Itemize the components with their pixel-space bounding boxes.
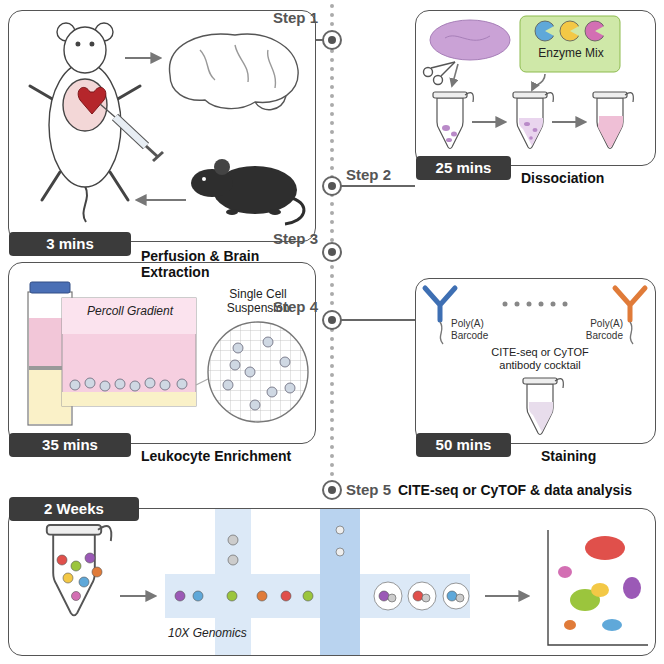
heart — [78, 87, 106, 114]
duration-tag: 25 mins — [416, 156, 511, 180]
step-title: Dissociation — [521, 170, 655, 186]
panel-caption: CITE-seq or CyTOF antibody cocktail — [475, 346, 605, 372]
cluster-plot — [548, 530, 648, 645]
panel-caption: 10X Genomics — [168, 626, 268, 640]
step-marker — [316, 31, 415, 499]
duration-tag: 50 mins — [416, 433, 511, 457]
reagent-box: Enzyme Mix — [521, 17, 621, 73]
duration-tag: 35 mins — [9, 433, 131, 457]
step-title: Leukocyte Enrichment — [141, 448, 319, 464]
enzyme-box — [520, 16, 620, 72]
scissors — [424, 62, 456, 85]
cell-suspension — [208, 322, 308, 422]
step-title: CITE-seq or CyTOF & data analysis — [398, 482, 660, 499]
microfluidic-chip — [165, 508, 470, 656]
brain-outline — [170, 34, 299, 110]
step-title: Perfusion & Brain Extraction — [141, 248, 319, 280]
barcode-label: Poly(A) Barcode — [451, 318, 497, 342]
duration-tag: 2 Weeks — [9, 497, 139, 521]
step-panel: 3 minsPerfusion & Brain Extraction — [8, 10, 316, 242]
enzyme-symbol — [535, 21, 606, 41]
gradient-layer: Percoll Gradient — [63, 299, 197, 407]
step-panel: Enzyme Mix25 minsDissociation — [415, 10, 656, 166]
black-mouse — [191, 159, 304, 224]
barcode-label: Poly(A) Barcode — [577, 318, 623, 342]
step-panel: 2 Weeks — [8, 508, 656, 656]
box-label: Enzyme Mix — [521, 46, 621, 61]
duration-tag: 3 mins — [9, 232, 131, 256]
step-title: Staining — [541, 448, 653, 464]
step-label: Step 5 — [346, 481, 398, 499]
syringe — [100, 104, 163, 161]
step-label: Step 3 — [254, 230, 318, 248]
percoll-inset — [62, 298, 196, 406]
antibody — [425, 288, 645, 320]
brain-slice — [430, 20, 510, 60]
percoll-tube — [28, 282, 196, 425]
step-label: Step 2 — [346, 166, 412, 184]
box-label: Percoll Gradient — [63, 304, 197, 319]
cells — [57, 553, 102, 601]
step-label: Step 4 — [254, 298, 318, 316]
step-label: Step 1 — [256, 9, 318, 27]
